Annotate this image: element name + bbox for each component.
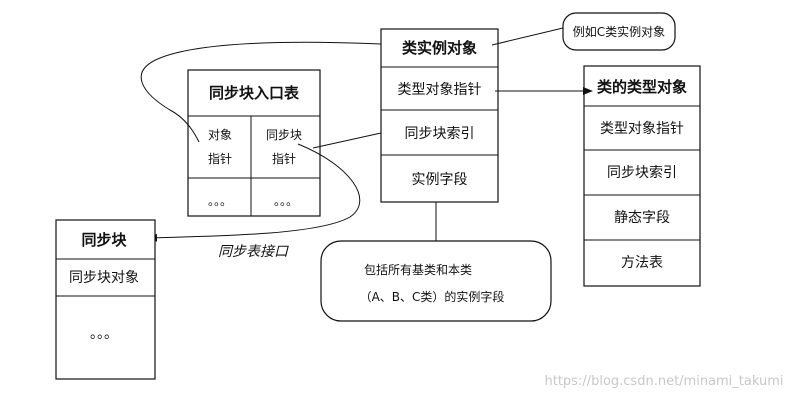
example-callout-text: 例如C类实例对象 (573, 24, 665, 39)
instance-fields-label: 实例字段 (412, 172, 468, 188)
sync-block-frame (55, 219, 156, 380)
instance-object-frame (380, 28, 499, 203)
sync-block: 同步块 同步块对象 。。。 (55, 219, 156, 380)
sync-block-pointer-label-line1: 同步块 (266, 128, 302, 142)
object-pointer-label-line2: 指针 (208, 151, 232, 166)
sync-entry-table-frame (187, 69, 321, 217)
entry-table-ellipsis-left: 。。。 (208, 194, 232, 208)
sync-block-ellipsis: 。。。 (90, 326, 118, 342)
watermark-text: https://blog.csdn.net/minami_takumi (544, 374, 783, 389)
type-object-method-table-label: 方法表 (621, 255, 663, 271)
type-object-static-fields-label: 静态字段 (614, 210, 670, 226)
type-object-frame (583, 65, 701, 287)
type-object: 类的类型对象 类型对象指针 同步块索引 静态字段 方法表 (583, 65, 701, 287)
fields-callout-line2: （A、B、C类）的实例字段 (360, 289, 505, 304)
object-pointer-label-line1: 对象 (208, 128, 232, 142)
sync-index-connector (312, 132, 382, 149)
fields-callout-line1: 包括所有基类和本类 (364, 262, 472, 277)
sync-block-pointer-label-line2: 指针 (272, 151, 296, 166)
example-callout: 例如C类实例对象 (562, 12, 676, 51)
type-object-sync-index-label: 同步块索引 (607, 164, 677, 181)
example-callout-frame (562, 12, 676, 51)
sync-entry-table: 同步块入口表 对象 指针 同步块 指针 。。。 。。。 (187, 69, 321, 217)
sync-block-title: 同步块 (81, 231, 127, 249)
instance-sync-index-label: 同步块索引 (405, 125, 475, 142)
instance-object: 类实例对象 类型对象指针 同步块索引 实例字段 (380, 28, 499, 203)
entry-table-ellipsis-right: 。。。 (274, 194, 298, 208)
type-object-type-pointer-label: 类型对象指针 (600, 121, 684, 137)
sync-block-pointer-curve (147, 143, 361, 242)
type-object-title: 类的类型对象 (597, 78, 687, 96)
fields-callout-frame (320, 240, 552, 322)
example-callout-connector (491, 27, 564, 46)
fields-callout: 包括所有基类和本类 （A、B、C类）的实例字段 (320, 240, 552, 322)
instance-type-pointer-label: 类型对象指针 (398, 82, 482, 98)
sync-entry-table-title: 同步块入口表 (209, 84, 300, 102)
instance-object-title: 类实例对象 (402, 39, 477, 57)
sync-block-object-label: 同步块对象 (69, 270, 139, 286)
sync-table-interface-label: 同步表接口 (218, 244, 289, 260)
object-pointer-curve (140, 41, 382, 143)
